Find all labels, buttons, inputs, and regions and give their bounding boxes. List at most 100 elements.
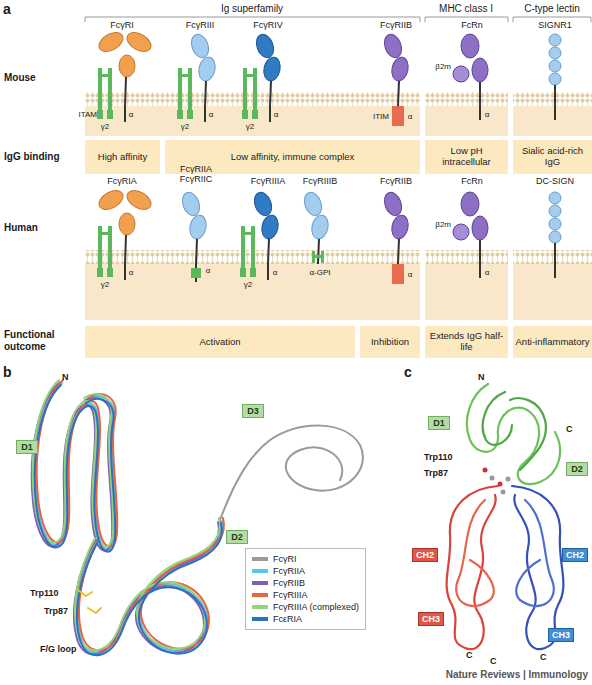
gamma-chain-dimer [240,226,256,277]
receptor-name: FcγRIIIA [251,176,286,186]
itam-box [191,268,201,278]
receptor-fcgri [96,29,155,106]
receptor-stalk [479,82,481,120]
outcome-band: Anti-inflammatory [513,326,592,358]
receptor-stalk [479,240,481,278]
loop-label: F/G loop [40,644,77,654]
chain-label: α [129,110,134,119]
legend-row: FcγRIIB [252,577,359,589]
residue-label: Trp110 [30,588,59,598]
motif-label: ITAM [78,110,97,119]
fc-chain-ribbon [516,500,553,606]
node-text: CH2 [566,550,584,560]
receptor-tail [267,264,269,280]
ribbon-fcgriiia [37,380,118,547]
chain-label: α [408,270,413,279]
node-text: D2 [231,532,243,542]
lectin-domain [549,73,561,85]
lectin-domain [549,231,561,243]
fcrn-domain [472,216,488,240]
receptor-fcgriib [381,32,410,106]
gamma-chain-dimer [242,68,258,119]
membrane [513,250,592,264]
chain-label: α [408,112,413,121]
legend-swatch [252,581,268,585]
domain-tag: D2 [566,462,588,476]
legend-text: FcγRIIIA [273,590,308,601]
receptor-name: SIGNR1 [538,20,572,30]
chain-label: α [274,110,279,119]
residue-label: Trp110 [424,452,453,462]
receptor-fcgriib [381,190,410,264]
node-text: Sialic acid-rich IgG [515,146,590,168]
glycan-atom [498,482,503,487]
receptor-name: FcγRIA [107,176,137,186]
panel-letter: c [404,364,412,380]
lectin-domain [549,60,561,72]
receptor-fcgria [96,187,155,264]
ribbon-fcerIa [35,385,116,552]
receptor-name: FcγRIII [186,20,215,30]
chain-tag: CH3 [548,628,574,642]
glycan-atom [483,468,488,473]
terminus-label: N [62,372,69,382]
node-text: Extends IgG half-life [427,331,506,353]
node-text: CH2 [416,550,434,560]
legend-text: FcγRI [273,554,297,565]
itim-box [392,106,404,126]
fc-chain-blue [512,486,563,649]
row-label: Functional outcome [4,329,80,352]
node-text: D1 [21,442,33,452]
trp-sidechain [78,590,101,613]
membrane [425,250,508,264]
chain-tag: CH2 [562,548,588,562]
motif-label: ITIM [373,112,389,121]
panel-letter: b [3,364,12,380]
fc-chain-ribbon [456,500,493,606]
legend-row: FcγRIIIA [252,589,359,601]
receptor-tail [124,264,126,280]
receptor-name: FcRn [461,20,483,30]
group-header: MHC class I [439,3,493,15]
panel-letter: a [3,1,11,17]
chain-tag: CH3 [418,612,444,626]
terminus-label: C [466,650,473,660]
gamma-chain-dimer [177,68,193,119]
node-text: Low affinity, immune complex [231,152,355,163]
binding-band: Sialic acid-rich IgG [513,140,592,174]
cytoplasm [425,106,508,136]
cytoplasm [513,264,592,320]
d3-ribbon [220,426,363,520]
complex-structure [447,384,564,649]
membrane [513,92,592,106]
receptor-fcgriiia [251,190,280,264]
fc-chain-ribbon [447,486,498,649]
domain-tag: D1 [16,440,38,454]
chain-label: α [485,110,490,119]
cytoplasm [513,106,592,136]
receptor-ribbon [467,384,560,484]
chain-label: α [273,268,278,277]
glycan-atom [490,476,495,481]
binding-band: Low pH intracellular [425,140,508,174]
node-text: CH3 [422,614,440,624]
b2m-domain [453,66,469,82]
legend-text: FcγRIIB [273,578,305,589]
fcrn-domain [461,192,479,216]
receptor-name: FcRn [461,176,483,186]
outcome-band: Inhibition [360,326,420,358]
lectin-domain [549,47,561,59]
outcome-band: Activation [85,326,355,358]
ribbon-fcerIa [77,523,222,655]
legend-swatch [252,605,268,609]
legend-row: FcγRIIA [252,565,359,577]
legend-swatch [252,569,268,573]
legend-swatch [252,557,268,561]
domain-tag: D1 [428,416,450,430]
chain-label: α-GPI [309,268,330,277]
terminus-label: C [540,652,547,662]
node-text: D2 [571,464,583,474]
receptor-fcgriiib [301,190,330,264]
legend-text: FcγRIIIA (complexed) [273,602,359,613]
